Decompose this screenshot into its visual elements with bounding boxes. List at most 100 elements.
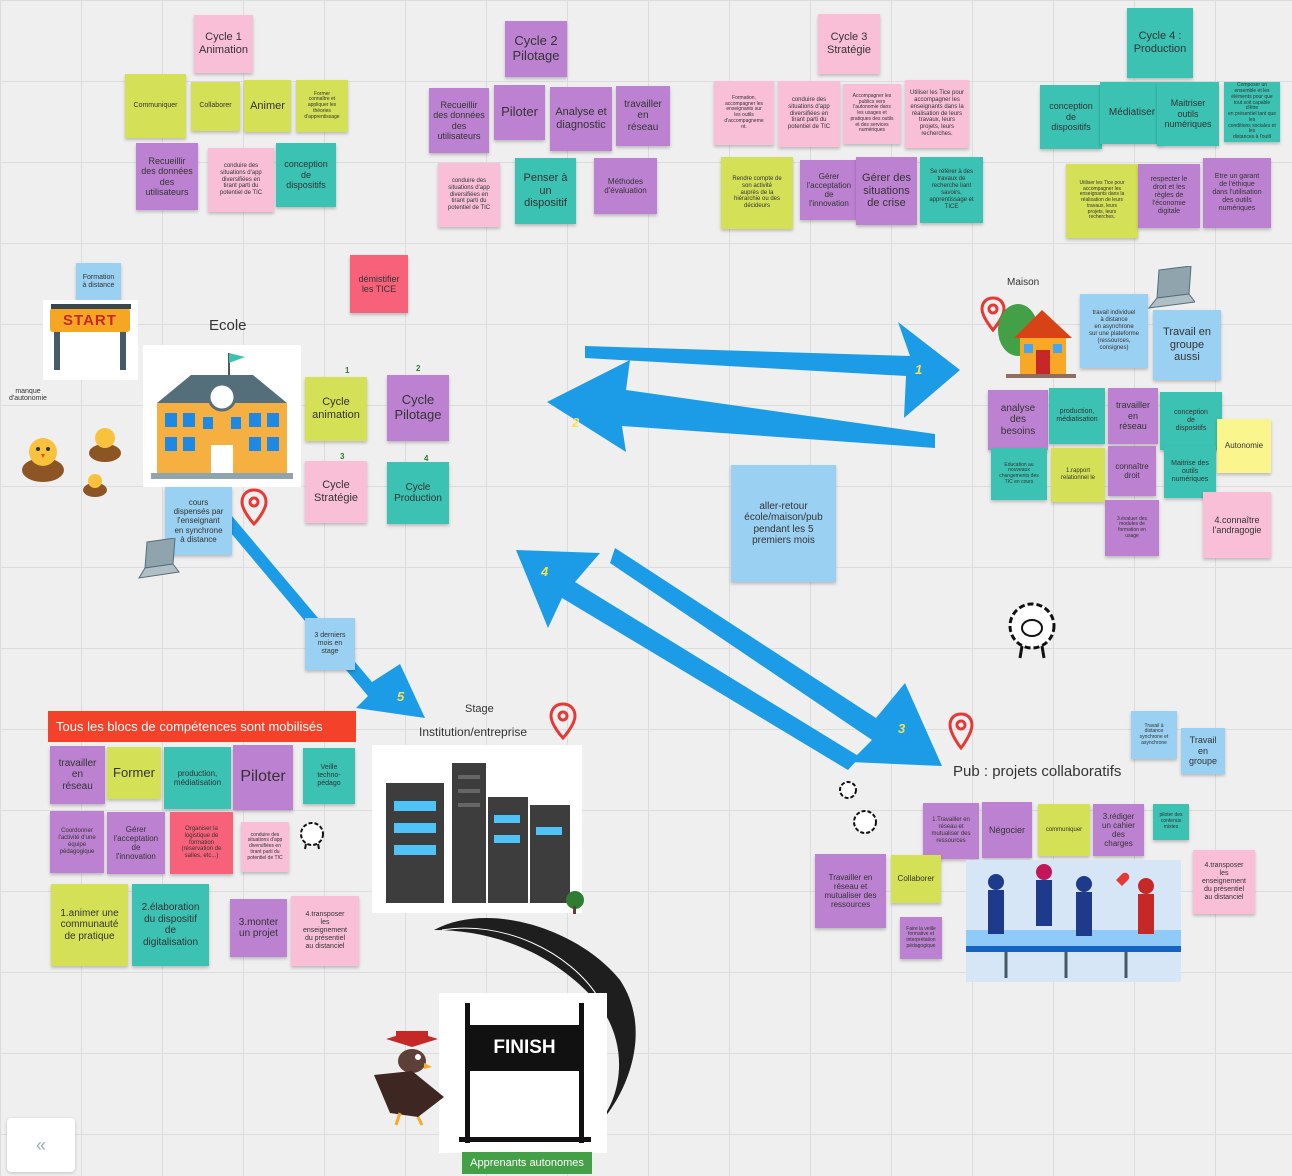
coordonner-note[interactable]: Coordonner l'activité d'une équipe pédag… [50, 811, 104, 873]
andragogie-note[interactable]: 4.connaître l'andragogie [1203, 492, 1271, 558]
crise-note[interactable]: Gérer des situations de crise [856, 157, 917, 225]
cycle-4-header[interactable]: Cycle 4 : Production [1127, 8, 1193, 78]
maison-laptop-icon [1147, 266, 1195, 309]
cycle-pilotage-note[interactable]: Cycle Pilotage [387, 375, 449, 441]
stage-sheep-icon [300, 822, 324, 850]
c3-accompagner-note[interactable]: Accompagner les publics vers l'autonomie… [843, 84, 901, 144]
pub-pin-icon [948, 712, 974, 750]
small-sheep-icon [839, 781, 857, 799]
cycle-animation-note[interactable]: Cycle animation [305, 377, 367, 441]
c4-conception-note[interactable]: conception de dispositifs [1040, 85, 1102, 149]
arrow-1[interactable] [585, 322, 960, 418]
rendre-compte-note[interactable]: Rendre compte de son activité auprès de … [721, 157, 793, 229]
cours-note[interactable]: cours dispensés par l'enseignant en sync… [165, 487, 232, 555]
m-reseau-note[interactable]: travailler en réseau [1108, 388, 1158, 444]
arrow-4[interactable] [516, 550, 860, 770]
education-note[interactable]: Education au nouveaux changements des TI… [991, 448, 1047, 500]
m-production-note[interactable]: production, médiatisation [1049, 388, 1105, 444]
respecter-note[interactable]: respecter le droit et les règles de l'éc… [1138, 164, 1200, 228]
rediger-note[interactable]: 3.rédiger un cahier des charges [1093, 804, 1144, 856]
m-conception-note[interactable]: conception de dispositifs [1160, 392, 1222, 450]
piloter-note[interactable]: Piloter [494, 85, 545, 140]
cycle-2-header[interactable]: Cycle 2 Pilotage [505, 21, 567, 77]
former-note[interactable]: Former connaître et appliquer les théori… [296, 80, 348, 132]
travail-individuel-note[interactable]: travail individuel à distance en asynchr… [1080, 294, 1148, 368]
cycle-3-header[interactable]: Cycle 3 Stratégie [818, 14, 880, 74]
house-icon [998, 304, 1076, 378]
finish-panel: FINISH [439, 993, 607, 1153]
connaitre-droit-note[interactable]: connaître droit [1108, 446, 1156, 496]
animer-note[interactable]: Animer [244, 80, 291, 132]
evaluer-note[interactable]: 3.évaluer des modules de formation en us… [1105, 500, 1159, 556]
methodes-note[interactable]: Méthodes d'évaluation [594, 158, 657, 214]
pub-veille-note[interactable]: Faire la veille formative et interprétat… [900, 917, 942, 959]
s-former-note[interactable]: Former [107, 747, 161, 799]
collapse-panel-button[interactable]: « [7, 1118, 75, 1172]
pub-people-illustration [966, 860, 1181, 982]
road-illustration [434, 891, 636, 1140]
cycle-production-note[interactable]: Cycle Production [387, 462, 449, 524]
autonomie-note[interactable]: Autonomie [1217, 419, 1271, 473]
aller-retour-note[interactable]: aller-retour école/maison/pub pendant le… [731, 465, 836, 582]
cycle-strategie-note[interactable]: Cycle Stratégie [305, 461, 367, 523]
c4-tice-note[interactable]: Utiliser les Tice pour accompagner les e… [1066, 164, 1138, 238]
pub-collaborer-note[interactable]: Collaborer [891, 855, 941, 903]
formation-distance-note[interactable]: Formation à distance [76, 263, 121, 301]
penser-note[interactable]: Penser à un dispositif [515, 158, 576, 224]
c3-tice-note[interactable]: Utiliser les Tice pour accompagner les e… [905, 80, 969, 148]
mutualiser-note[interactable]: Travailler en réseau et mutualiser des r… [815, 854, 886, 928]
recueillir-note[interactable]: Recueillir des données des utilisateurs [136, 143, 198, 210]
referer-note[interactable]: Se référer à des travaux de recherche li… [920, 157, 983, 223]
monter-projet-note[interactable]: 3.monter un projet [230, 899, 287, 957]
m-maitrise-note[interactable]: Maitrise des outils numériques [1164, 446, 1216, 498]
arrow-5[interactable] [225, 516, 425, 718]
organiser-note[interactable]: Organiser la logistique de formation (ré… [170, 812, 233, 874]
c3-conduire-note[interactable]: conduire des situations d'app diversifié… [778, 81, 840, 147]
analyse-besoins-note[interactable]: analyse des besoins [988, 390, 1048, 450]
pub-transposer-note[interactable]: 4.transposer les enseignement du présent… [1193, 850, 1255, 914]
c3-gerer-note[interactable]: Gérer l'acceptation de l'innovation [800, 160, 858, 220]
pub-travailler-note[interactable]: 1.Travailler en réseau et mutualiser des… [923, 803, 979, 859]
piloter-contenus-note[interactable]: piloter des contenus mixtes [1153, 804, 1189, 840]
c2-reseau-note[interactable]: travailler en réseau [616, 86, 670, 146]
s-gerer-note[interactable]: Gérer l'acceptation de l'innovation [107, 812, 165, 874]
s-conduire-note[interactable]: conduire des situations d'app diversifié… [241, 822, 289, 872]
cycle-1-header[interactable]: Cycle 1 Animation [194, 15, 253, 73]
c3-formation-note[interactable]: Formation, accompagner les enseignants s… [714, 81, 774, 145]
stage-banner: Tous les blocs de compétences sont mobil… [48, 711, 356, 742]
laptop-icon [138, 538, 180, 579]
arrow-3[interactable] [610, 548, 942, 766]
rapport-note[interactable]: 1.rapport relationnel le [1051, 448, 1105, 502]
pub-sync-note[interactable]: Travail à distance synchrone et asynchro… [1131, 711, 1177, 759]
mediatiser-note[interactable]: Médiatiser [1100, 82, 1164, 144]
cycle-num-4: 4 [424, 454, 429, 463]
travail-groupe-note[interactable]: Travail en groupe aussi [1153, 310, 1221, 380]
s-veille-note[interactable]: Veille techno- pédago [303, 748, 355, 804]
maitriser-note[interactable]: Maitriser outils numériques [1157, 82, 1219, 146]
animer-communaute-note[interactable]: 1.animer une communauté de pratique [51, 884, 128, 966]
composer-note[interactable]: Composer un ensemble et les éléments pou… [1224, 82, 1280, 142]
analyse-note[interactable]: Analyse et diagnostic [550, 87, 612, 151]
c2-conduire-note[interactable]: conduire des situations d'app diversifié… [438, 163, 500, 227]
s-production-note[interactable]: production, médiatisation [164, 747, 231, 809]
s-transposer-note[interactable]: 4.transposer les enseignement du présent… [291, 896, 359, 966]
conduire-note[interactable]: conduire des situations d'app diversifié… [208, 148, 274, 212]
pub-communiquer-note[interactable]: communiquer [1038, 804, 1090, 856]
garant-note[interactable]: Etre un garant de l'éthique dans l'utili… [1203, 158, 1271, 228]
demystifier-note[interactable]: démistifier les TICE [350, 255, 408, 313]
apprenants-label: Apprenants autonomes [462, 1152, 592, 1174]
derniers-mois-note[interactable]: 3 derniers mois en stage [305, 618, 355, 670]
small-sheep-2-icon [853, 810, 877, 834]
pub-groupe-note[interactable]: Travail en groupe [1181, 728, 1225, 774]
arrow-2[interactable] [547, 360, 935, 452]
conception-note[interactable]: conception de dispositifs [276, 143, 336, 207]
c2-recueillir-note[interactable]: Recueillir des données des utilisateurs [429, 88, 489, 153]
elaboration-note[interactable]: 2.élaboration du dispositif de digitalis… [132, 884, 209, 966]
s-piloter-note[interactable]: Piloter [233, 745, 293, 810]
collaborer-note[interactable]: Collaborer [191, 82, 240, 131]
s-reseau-note[interactable]: travailler en réseau [50, 746, 105, 804]
negocier-note[interactable]: Négocier [982, 802, 1032, 858]
communiquer-note[interactable]: Communiquer [125, 74, 186, 138]
arrow-2-label: 2 [571, 415, 580, 430]
